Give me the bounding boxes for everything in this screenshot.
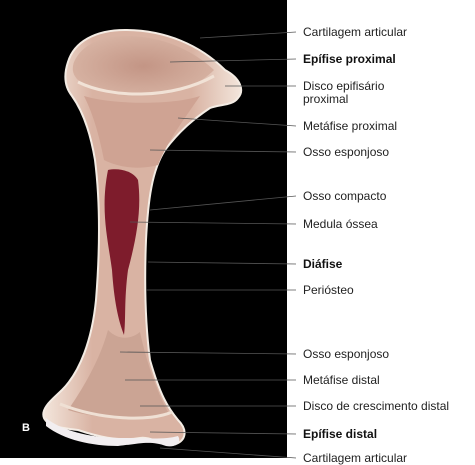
leader-line — [150, 432, 296, 434]
leader-line — [178, 118, 296, 126]
leader-line — [120, 352, 296, 354]
label-articular-cartilage-top: Cartilagem articular — [303, 26, 407, 39]
label-distal-epiphysis: Epífise distal — [303, 428, 377, 441]
leader-line — [200, 32, 296, 38]
label-periosteum: Periósteo — [303, 284, 354, 297]
label-proximal-epiphysis: Epífise proximal — [303, 53, 396, 66]
label-distal-growth-disc: Disco de crescimento distal — [303, 400, 449, 413]
label-proximal-epiphyseal-disc: Disco epifisário proximal — [303, 80, 423, 106]
leader-line — [148, 262, 296, 264]
leader-line — [150, 150, 296, 152]
leader-line — [160, 448, 296, 458]
leader-line — [130, 222, 296, 224]
label-diaphysis: Diáfise — [303, 258, 342, 271]
leader-line — [150, 196, 296, 210]
label-compact-bone: Osso compacto — [303, 190, 386, 203]
label-bone-marrow: Medula óssea — [303, 218, 378, 231]
label-distal-metaphysis: Metáfise distal — [303, 374, 380, 387]
label-articular-cartilage-bottom: Cartilagem articular — [303, 452, 407, 465]
leader-line — [170, 59, 296, 62]
label-spongy-bone-bottom: Osso esponjoso — [303, 348, 389, 361]
label-proximal-metaphysis: Metáfise proximal — [303, 120, 397, 133]
label-spongy-bone-top: Osso esponjoso — [303, 146, 389, 159]
